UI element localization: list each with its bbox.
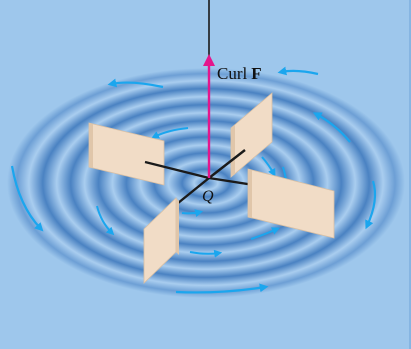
- paddle-vane-front-edge: [176, 198, 179, 255]
- paddle-vane-back-edge: [231, 125, 235, 177]
- vortex-rings: [7, 68, 405, 298]
- field-symbol-f: F: [251, 64, 261, 83]
- curl-word: Curl: [217, 64, 247, 83]
- point-q-label: Q: [202, 189, 214, 205]
- paddle-vane-right-edge: [248, 169, 252, 218]
- paddle-vane-left-edge: [89, 123, 93, 168]
